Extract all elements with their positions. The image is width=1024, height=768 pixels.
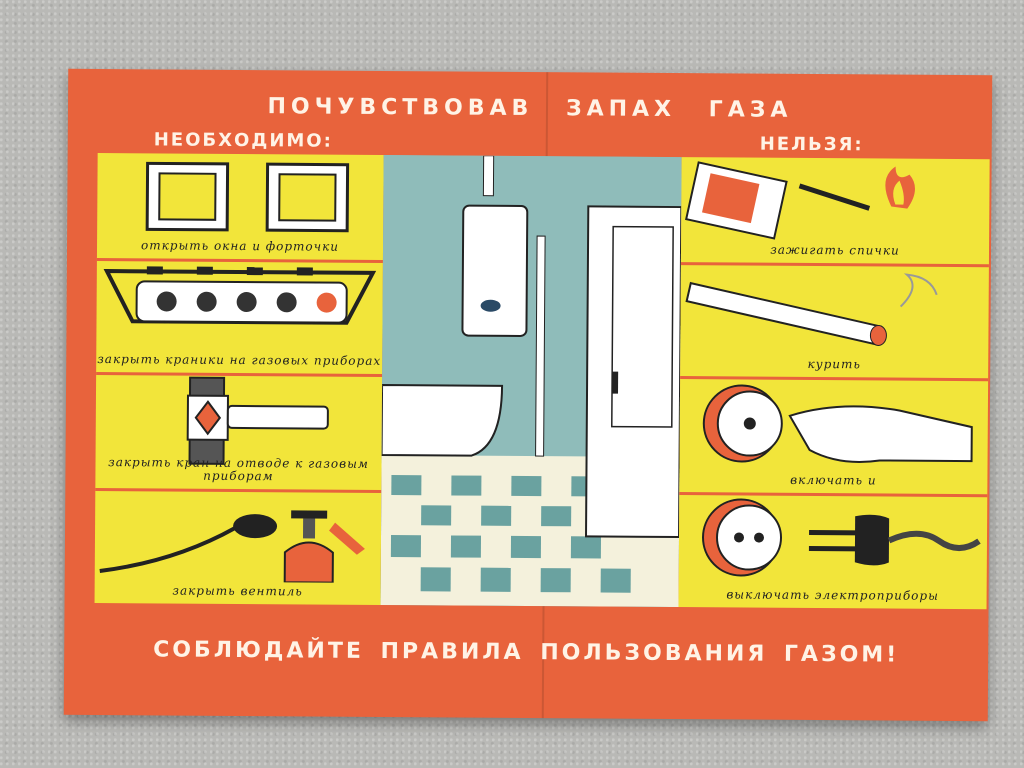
must-not-item-switch-on: включать и	[679, 379, 989, 498]
gas-safety-poster: ПОЧУВСТВОВАВ ЗАПАХ ГАЗА НЕОБХОДИМО: НЕЛЬ…	[63, 68, 993, 722]
matches-illustration	[684, 161, 915, 240]
must-not-caption-4: выключать электроприборы	[726, 587, 939, 603]
must-label: НЕОБХОДИМО:	[153, 129, 333, 152]
must-not-item-matches: зажигать спички	[680, 157, 990, 268]
must-item-cylinder: закрыть вентиль	[95, 491, 382, 605]
poster-footer: СОБЛЮДАЙТЕ ПРАВИЛА ПОЛЬЗОВАНИЯ ГАЗОМ!	[153, 637, 900, 668]
must-not-caption-3: включать и	[790, 472, 877, 488]
must-caption-2: закрыть краники на газовых приборах	[97, 351, 382, 368]
cigarette-illustration	[685, 273, 938, 346]
bathroom-illustration	[380, 154, 682, 608]
socket-plug-illustration	[702, 498, 981, 577]
must-not-label: НЕЛЬЗЯ:	[759, 133, 864, 156]
must-not-caption-2: курить	[807, 356, 861, 372]
pipe-valve-illustration	[186, 376, 329, 465]
must-item-valve: закрыть кран на отводе к газовым прибора…	[95, 374, 383, 493]
must-panel: открыть окна и форточки закрыть краники …	[94, 152, 384, 605]
must-not-panel: зажигать спички курить включать и	[678, 157, 990, 610]
must-caption-1: открыть окна и форточки	[140, 238, 340, 254]
must-caption-4: закрыть вентиль	[172, 583, 303, 599]
gas-cylinder-illustration	[99, 510, 365, 583]
poster-title: ПОЧУВСТВОВАВ ЗАПАХ ГАЗА	[267, 94, 793, 123]
must-caption-3: закрыть кран на отводе к газовым прибора…	[108, 455, 369, 484]
bathroom-scene	[380, 154, 682, 608]
must-not-item-switch-off: выключать электроприборы	[679, 495, 988, 609]
stove-illustration	[103, 266, 377, 325]
switch-hand-illustration	[702, 384, 973, 463]
must-not-item-smoking: курить	[680, 265, 989, 382]
must-not-caption-1: зажигать спички	[770, 242, 900, 258]
windows-illustration	[145, 161, 350, 233]
must-item-stove: закрыть краники на газовых приборах	[96, 260, 383, 377]
must-item-windows: открыть окна и форточки	[96, 152, 384, 263]
